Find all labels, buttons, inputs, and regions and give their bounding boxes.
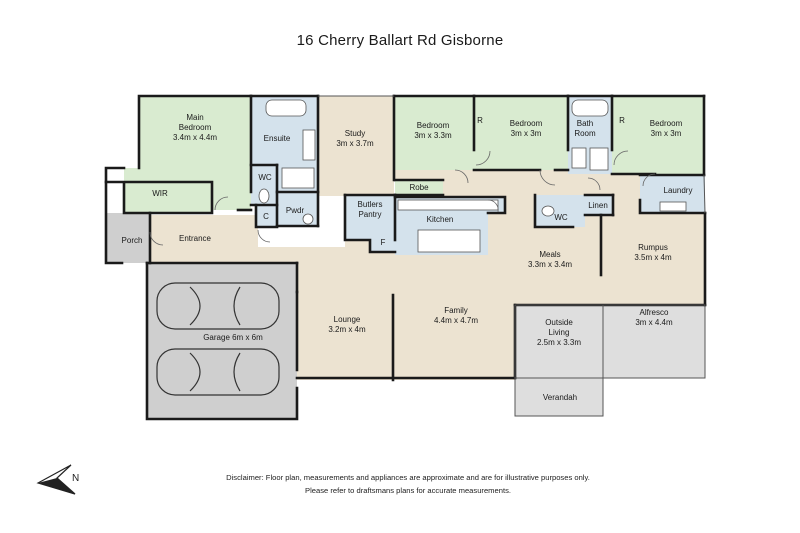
room-label-wc-main: WC	[554, 213, 568, 222]
outside-living-floor	[515, 305, 603, 378]
bedroom3-floor	[474, 96, 568, 170]
c-floor	[256, 205, 277, 227]
bedroom2-floor	[394, 96, 474, 170]
compass-north-label: N	[72, 473, 79, 484]
bath-ensuite	[265, 99, 307, 117]
cars	[156, 282, 280, 396]
linen-floor	[585, 195, 613, 215]
doors	[149, 150, 656, 246]
room-label-linen: Linen	[588, 201, 608, 210]
room-fills	[106, 96, 705, 419]
room-label-verandah: Verandah	[543, 393, 577, 402]
room-label-r2: R	[619, 116, 625, 125]
sink-laundry	[659, 201, 687, 212]
compass-icon	[36, 464, 76, 495]
car-top	[156, 282, 280, 330]
kitchen-bench	[397, 199, 499, 211]
room-label-wir: WIR	[152, 189, 168, 198]
room-label-wc-ensuite: WC	[258, 173, 272, 182]
room-label-laundry: Laundry	[664, 186, 693, 195]
room-label-r1: R	[477, 116, 483, 125]
disclaimer-line-1: Disclaimer: Floor plan, measurements and…	[226, 473, 590, 482]
toilet-ensuite	[258, 188, 270, 204]
shower-ensuite	[281, 167, 315, 189]
toilet-pwdr	[302, 213, 314, 225]
room-label-c: C	[263, 212, 269, 221]
kitchen-island	[417, 229, 481, 253]
thin-lines	[318, 95, 706, 417]
bedroom4-floor	[612, 96, 704, 174]
room-label-pwdr: Pwdr	[286, 206, 305, 215]
porch-floor	[106, 213, 150, 263]
disclaimer-line-2: Please refer to draftsmans plans for acc…	[305, 486, 511, 495]
study-floor	[318, 96, 394, 196]
fixtures	[258, 99, 687, 253]
shower-main	[589, 147, 609, 171]
room-label-entrance: Entrance	[179, 234, 212, 243]
room-label-porch: Porch	[122, 236, 143, 245]
room-label-kitchen: Kitchen	[427, 215, 454, 224]
toilet-main	[541, 205, 555, 217]
room-label-ensuite: Ensuite	[264, 134, 291, 143]
fridge-floor	[370, 230, 395, 252]
alfresco-floor	[603, 305, 705, 378]
room-label-f: F	[381, 238, 386, 247]
verandah-floor	[515, 378, 603, 416]
bath-main	[571, 99, 609, 117]
wir-floor	[124, 182, 212, 212]
room-label-garage: Garage 6m x 6m	[203, 333, 263, 342]
robe-floor	[395, 180, 443, 195]
plan-title: 16 Cherry Ballart Rd Gisborne	[296, 32, 504, 49]
car-bottom	[156, 348, 280, 396]
vanity-ensuite	[302, 129, 316, 161]
walls	[104, 94, 707, 421]
vanity-main	[571, 147, 587, 169]
room-label-robe: Robe	[409, 183, 429, 192]
garage-floor	[147, 264, 297, 419]
